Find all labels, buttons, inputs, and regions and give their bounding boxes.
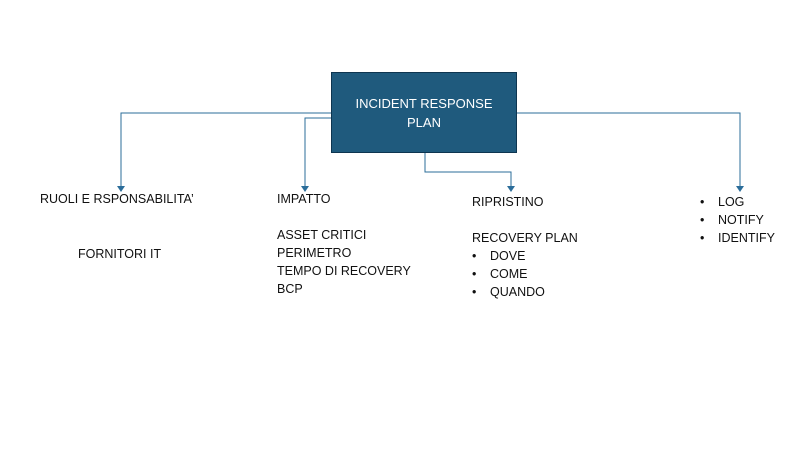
branch-roles: RUOLI E RSPONSABILITA’	[40, 190, 194, 208]
branch-restore-title: RIPRISTINO	[472, 195, 544, 209]
branch-impact: IMPATTO ASSET CRITICI PERIMETRO TEMPO DI…	[277, 190, 411, 298]
bullet-item: NOTIFY	[700, 211, 775, 229]
connector-roles	[120, 112, 331, 188]
branch-roles-title: RUOLI E RSPONSABILITA’	[40, 192, 194, 206]
connector-impact	[304, 117, 331, 188]
bullet-item: COME	[472, 265, 578, 283]
bullet-item: LOG	[700, 193, 775, 211]
branch-restore-subtitle: RECOVERY PLAN	[472, 231, 578, 245]
branch-impact-title: IMPATTO	[277, 192, 331, 206]
branch-impact-item: BCP	[277, 282, 303, 296]
branch-logging-bullets: LOG NOTIFY IDENTIFY	[700, 193, 775, 247]
bullet-item: IDENTIFY	[700, 229, 775, 247]
branch-roles-item: FORNITORI IT	[78, 247, 162, 261]
branch-impact-item: TEMPO DI RECOVERY	[277, 264, 411, 278]
branch-impact-item: PERIMETRO	[277, 246, 352, 260]
branch-logging: LOG NOTIFY IDENTIFY	[700, 193, 775, 247]
root-title: INCIDENT RESPONSE PLAN	[355, 95, 493, 130]
bullet-item: QUANDO	[472, 283, 578, 301]
arrowhead-logging	[736, 186, 744, 192]
bullet-item: DOVE	[472, 247, 578, 265]
arrowhead-restore	[507, 186, 515, 192]
connector-restore	[424, 153, 512, 188]
arrowhead-impact	[301, 186, 309, 192]
connector-logging	[517, 112, 741, 188]
branch-roles-items: FORNITORI IT	[78, 245, 161, 263]
root-node: INCIDENT RESPONSE PLAN	[331, 72, 517, 153]
arrowhead-roles	[117, 186, 125, 192]
branch-impact-item: ASSET CRITICI	[277, 228, 367, 242]
branch-restore: RIPRISTINO RECOVERY PLAN DOVE COME QUAND…	[472, 193, 578, 301]
branch-restore-bullets: DOVE COME QUANDO	[472, 247, 578, 301]
